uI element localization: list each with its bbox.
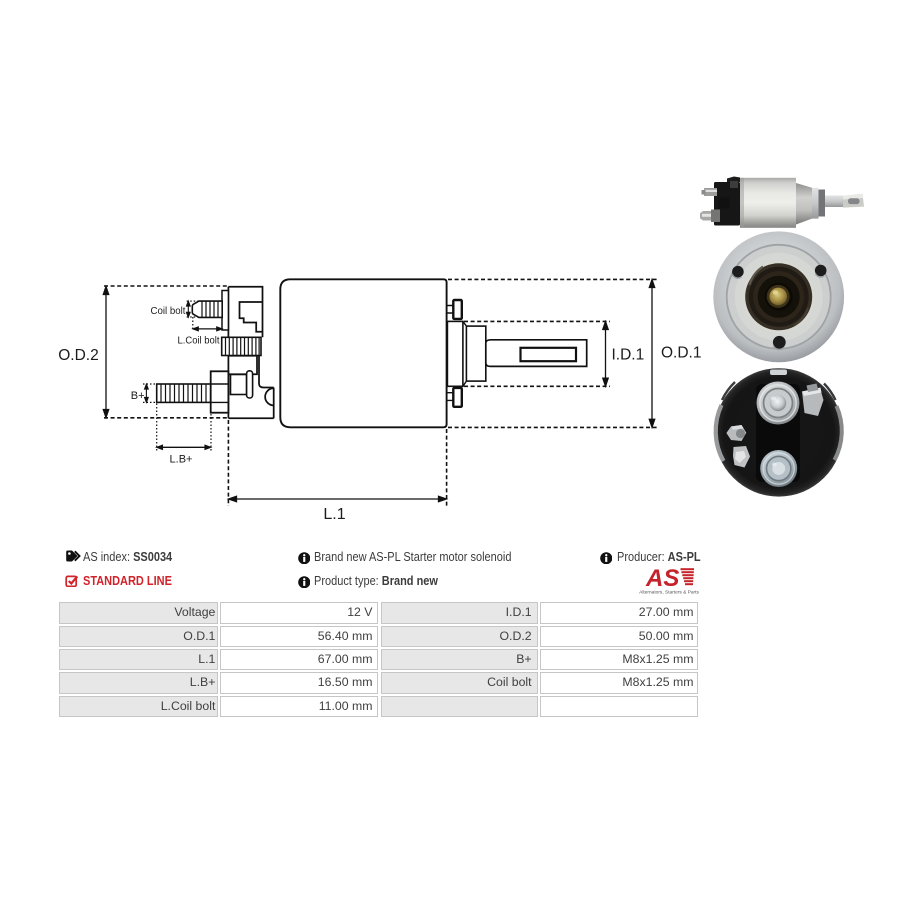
svg-text:B+: B+ xyxy=(131,390,145,402)
svg-text:AS: AS xyxy=(645,566,679,592)
svg-text:I.D.1: I.D.1 xyxy=(612,347,645,364)
svg-text:Coil bolt: Coil bolt xyxy=(151,305,186,317)
svg-text:O.D.2: O.D.2 xyxy=(58,347,98,364)
svg-text:Alternators, Starters & Parts: Alternators, Starters & Parts xyxy=(639,590,699,596)
svg-text:L.Coil bolt: L.Coil bolt xyxy=(178,335,220,347)
svg-text:L.1: L.1 xyxy=(323,506,345,523)
svg-text:O.D.1: O.D.1 xyxy=(661,345,701,362)
svg-text:L.B+: L.B+ xyxy=(170,454,193,466)
